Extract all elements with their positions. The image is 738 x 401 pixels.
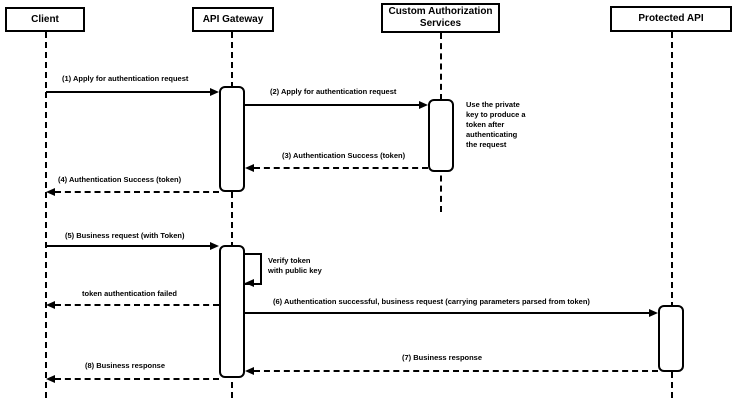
message-failed-line (55, 304, 219, 306)
note-line: key to produce a (466, 110, 526, 119)
note-line: authenticating (466, 130, 518, 139)
message-4-arrowhead (46, 188, 55, 196)
self-message-line: Verify token (268, 256, 311, 265)
message-6-arrowhead (649, 309, 658, 317)
note-line: token after (466, 120, 505, 129)
message-5-label: (5) Business request (with Token) (65, 231, 185, 240)
activation-custom-auth (428, 99, 454, 172)
message-3-line (254, 167, 428, 169)
participant-custom-auth: Custom Authorization Services (381, 3, 500, 33)
activation-api-gateway-business (219, 245, 245, 378)
participant-protected-api: Protected API (610, 6, 732, 32)
message-5-arrowhead (210, 242, 219, 250)
message-failed-label: token authentication failed (82, 289, 178, 298)
message-6-label: (6) Authentication successful, business … (273, 297, 590, 306)
message-5-line (46, 245, 210, 247)
activation-api-gateway-auth (219, 86, 245, 192)
message-7-line (254, 370, 658, 372)
lifeline-protected-api (671, 32, 673, 398)
message-3-label: (3) Authentication Success (token) (282, 151, 406, 160)
message-8-label: (8) Business response (85, 361, 166, 370)
self-message-line: with public key (268, 266, 322, 275)
message-2-label: (2) Apply for authentication request (270, 87, 397, 96)
message-4-line (55, 191, 219, 193)
message-2-line (245, 104, 419, 106)
note-line: the request (466, 140, 507, 149)
message-6-line (245, 312, 649, 314)
message-7-label: (7) Business response (402, 353, 483, 362)
message-8-line (55, 378, 219, 380)
participant-client: Client (5, 7, 85, 32)
note-use-private-key: Use the private key to produce a token a… (466, 100, 526, 150)
message-1-line (46, 91, 210, 93)
self-message-arrowhead (245, 279, 254, 287)
message-8-arrowhead (46, 375, 55, 383)
message-2-arrowhead (419, 101, 428, 109)
note-line: Use the private (466, 100, 520, 109)
message-3-arrowhead (245, 164, 254, 172)
message-failed-arrowhead (46, 301, 55, 309)
lifeline-client (45, 32, 47, 398)
message-7-arrowhead (245, 367, 254, 375)
self-message-label: Verify token with public key (268, 256, 322, 276)
message-1-arrowhead (210, 88, 219, 96)
lifeline-api-gateway (231, 32, 233, 398)
message-4-label: (4) Authentication Success (token) (58, 175, 182, 184)
message-1-label: (1) Apply for authentication request (62, 74, 189, 83)
activation-protected-api (658, 305, 684, 372)
participant-api-gateway: API Gateway (192, 7, 274, 32)
